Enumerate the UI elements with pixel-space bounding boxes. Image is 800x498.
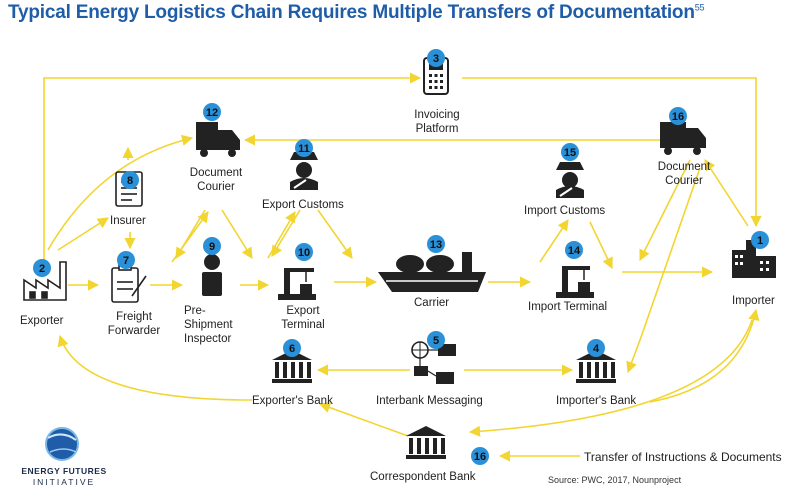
svg-text:12: 12 (206, 107, 218, 119)
crane-icon (278, 268, 316, 300)
officer-icon (556, 162, 584, 198)
arrow-invoicing-importer (462, 77, 762, 228)
svg-text:4: 4 (593, 343, 600, 355)
legend-text: Transfer of Instructions & Documents (584, 450, 782, 464)
arrow-importerbank-importer (649, 308, 760, 403)
truck-icon (196, 122, 240, 157)
badge-freight: 7 (117, 251, 135, 269)
label-correspondent-bank: Correspondent Bank (370, 471, 476, 483)
arrow-terminal-customs (267, 211, 296, 259)
label-invoicing-platform: Invoicing Platform (414, 109, 460, 135)
badge-carrier: 13 (427, 235, 445, 253)
label-import-customs: Import Customs (524, 205, 606, 217)
arrow-importer-courier (704, 159, 749, 227)
arrow-importer-correspondent (468, 319, 753, 437)
badge-courier-left: 12 (203, 103, 221, 121)
svg-text:2: 2 (39, 263, 45, 275)
arrow-exporter-invoicing (43, 72, 422, 260)
arrow-exporter-courier (47, 134, 194, 251)
svg-text:15: 15 (564, 147, 576, 159)
crane-icon (556, 266, 594, 298)
logo-line-1: ENERGY FUTURES (21, 466, 107, 476)
svg-text:10: 10 (298, 247, 310, 259)
arrow-customs-terminal (271, 209, 301, 257)
badge-import-terminal: 14 (565, 241, 583, 259)
label-exporter: Exporter (20, 315, 64, 327)
label-import-terminal: Import Terminal (528, 301, 608, 313)
flow-arrows (43, 72, 762, 462)
arrow-correspondent-exporterbank (318, 402, 409, 437)
badge-export-terminal: 10 (295, 243, 313, 261)
clipboard-icon (111, 263, 147, 303)
badge-courier-right: 16 (669, 107, 687, 125)
arrow-customs-importterminal (589, 221, 613, 270)
badge-correspondent: 16 (471, 447, 489, 465)
badge-exporter-bank: 6 (283, 339, 301, 357)
badge-export-customs: 11 (295, 139, 313, 157)
badge-importer-bank: 4 (587, 339, 605, 357)
arrow-customs-carrier (317, 209, 353, 259)
network-icon (411, 341, 456, 384)
badge-import-customs: 15 (561, 143, 579, 161)
arrow-courier-importer (639, 159, 691, 262)
svg-text:7: 7 (123, 255, 129, 267)
bank-icon (406, 426, 446, 459)
label-document-courier-left: Document Courier (189, 167, 243, 193)
label-document-courier-right: Document Courier (657, 161, 711, 187)
energy-futures-logo-icon (45, 427, 79, 461)
ship-icon (378, 252, 486, 292)
arrow-courier-inspector (175, 209, 206, 259)
svg-text:5: 5 (433, 335, 439, 347)
factory-icon (23, 261, 67, 301)
badge-invoicing: 3 (427, 49, 445, 67)
badge-interbank: 5 (427, 331, 445, 349)
officer-icon (290, 152, 318, 190)
svg-text:8: 8 (127, 175, 133, 187)
badge-inspector: 9 (203, 237, 221, 255)
arrow-importterminal-customs (539, 219, 569, 263)
arrow-courier-importerbank (626, 167, 701, 374)
footnote-marker: 55 (694, 2, 705, 13)
label-export-customs: Export Customs (262, 199, 344, 211)
label-exporters-bank: Exporter's Bank (252, 395, 333, 407)
arrow-exporter-insurer (57, 217, 109, 251)
truck-icon (660, 122, 706, 155)
badge-exporter: 2 (33, 259, 51, 277)
badge-insurer: 8 (121, 171, 139, 189)
badge-importer: 1 (751, 231, 769, 249)
label-pre-shipment-inspector: Pre-Shipment Inspector (184, 305, 233, 345)
label-interbank-messaging: Interbank Messaging (376, 395, 483, 407)
label-freight-forwarder: Freight Forwarder (107, 311, 161, 337)
svg-text:14: 14 (568, 245, 581, 257)
svg-text:11: 11 (298, 143, 310, 155)
svg-text:16: 16 (474, 451, 486, 463)
source-note: Source: PWC, 2017, Nounproject (548, 475, 682, 485)
svg-text:3: 3 (433, 53, 439, 65)
label-carrier: Carrier (414, 297, 450, 309)
logo-line-2: INITIATIVE (32, 477, 96, 487)
number-badges: 2 3 4 5 6 7 8 9 10 11 12 13 14 15 16 1 1… (33, 49, 769, 465)
label-importer: Importer (732, 295, 775, 307)
label-insurer: Insurer (110, 215, 146, 227)
svg-text:13: 13 (430, 239, 442, 251)
label-export-terminal: Export Terminal (281, 305, 325, 331)
label-importers-bank: Importer's Bank (556, 395, 637, 407)
arrow-exporterbank-exporter (57, 334, 253, 401)
svg-text:9: 9 (209, 241, 215, 253)
city-icon (732, 240, 776, 278)
svg-text:6: 6 (289, 343, 295, 355)
svg-text:1: 1 (757, 235, 763, 247)
svg-text:16: 16 (672, 111, 684, 123)
logo-text: ENERGY FUTURES INITIATIVE (14, 466, 114, 488)
page-title: Typical Energy Logistics Chain Requires … (8, 2, 705, 23)
arrow-courier-terminal (221, 209, 253, 259)
person-icon (202, 254, 222, 296)
